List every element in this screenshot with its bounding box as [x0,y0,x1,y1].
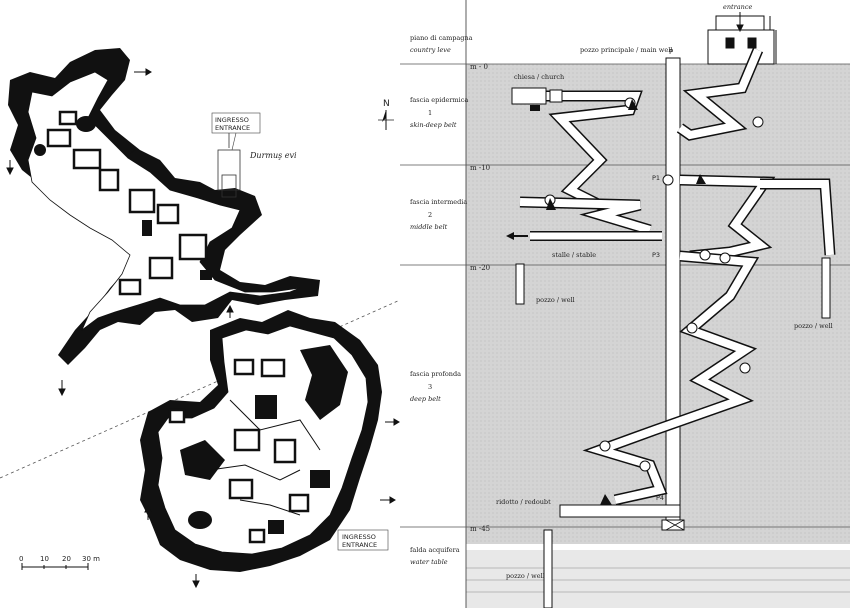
svg-text:P1: P1 [652,174,660,182]
svg-text:falda acquifera: falda acquifera [410,546,460,554]
north-label: N [383,99,390,109]
svg-text:deep belt: deep belt [410,395,441,403]
water-table-band [466,550,850,608]
north-arrow: N [378,99,394,130]
svg-text:fascia profonda: fascia profonda [410,370,461,378]
top-entrance-label: entrance [723,3,752,11]
svg-text:10: 10 [40,555,49,563]
well-left-label: pozzo / well [536,296,575,304]
well-right-label: pozzo / well [794,322,833,330]
svg-text:m -45: m -45 [470,525,490,533]
tunnel-network [516,47,836,506]
svg-text:piano di campagna: piano di campagna [410,34,473,42]
stable-arrow [506,232,528,240]
svg-text:P: P [669,48,673,56]
church-block [511,87,563,111]
church-label: chiesa / church [514,73,564,81]
svg-text:middle belt: middle belt [410,223,448,231]
svg-text:ENTRANCE: ENTRANCE [342,541,377,549]
svg-text:P4: P4 [656,494,664,502]
svg-text:m - 0: m - 0 [470,63,488,71]
level-markers: m - 0 m -10 m -20 m -45 [470,63,490,533]
svg-text:20: 20 [62,555,71,563]
plan-divider-line [0,299,400,479]
svg-text:fascia epidermica: fascia epidermica [410,96,468,104]
plan-entrance-top: INGRESSO ENTRANCE [211,112,261,151]
plan-entrance-bottom: INGRESSO ENTRANCE [337,529,389,551]
svg-text:country leve: country leve [410,46,451,54]
belt-labels: piano di campagna country leve fascia ep… [410,34,473,566]
svg-text:m -10: m -10 [470,164,490,172]
millstone-doors [544,97,764,472]
svg-text:skin-deep belt: skin-deep belt [410,121,457,129]
svg-text:30 m: 30 m [82,555,100,563]
svg-text:water table: water table [410,558,448,566]
stable-label: stalle / stable [552,251,596,259]
redoubt-chamber [559,494,681,518]
well-shafts [515,257,831,608]
cave-section-drawing: m - 0 m -10 m -20 m -45 piano di campagn… [400,0,850,608]
svg-text:P3: P3 [652,251,660,259]
svg-text:INGRESSO: INGRESSO [215,116,249,124]
svg-text:fascia intermedia: fascia intermedia [410,198,467,206]
surface-building [707,12,777,65]
durmus-label: Durmuş evi [249,151,297,160]
svg-text:m -20: m -20 [470,264,490,272]
svg-text:2: 2 [428,211,432,219]
svg-text:0: 0 [19,555,23,563]
svg-text:INGRESSO: INGRESSO [342,533,376,541]
scale-bar: 0 10 20 30 m [19,555,100,570]
plan-south-section [140,310,382,572]
plan-exit-arrows [6,68,400,589]
main-well-label: pozzo principale / main well [580,46,672,54]
cave-plan-drawing: N INGRESSO ENTRANCE Durmuş evi INGRESSO … [0,48,400,589]
redoubt-label: ridotto / redoubt [496,498,551,506]
svg-text:ENTRANCE: ENTRANCE [215,124,250,132]
well-bottom-label: pozzo / well [506,572,545,580]
svg-text:1: 1 [428,109,432,117]
svg-text:3: 3 [428,383,432,391]
ground-fill [466,64,850,544]
plan-north-section [8,48,320,365]
